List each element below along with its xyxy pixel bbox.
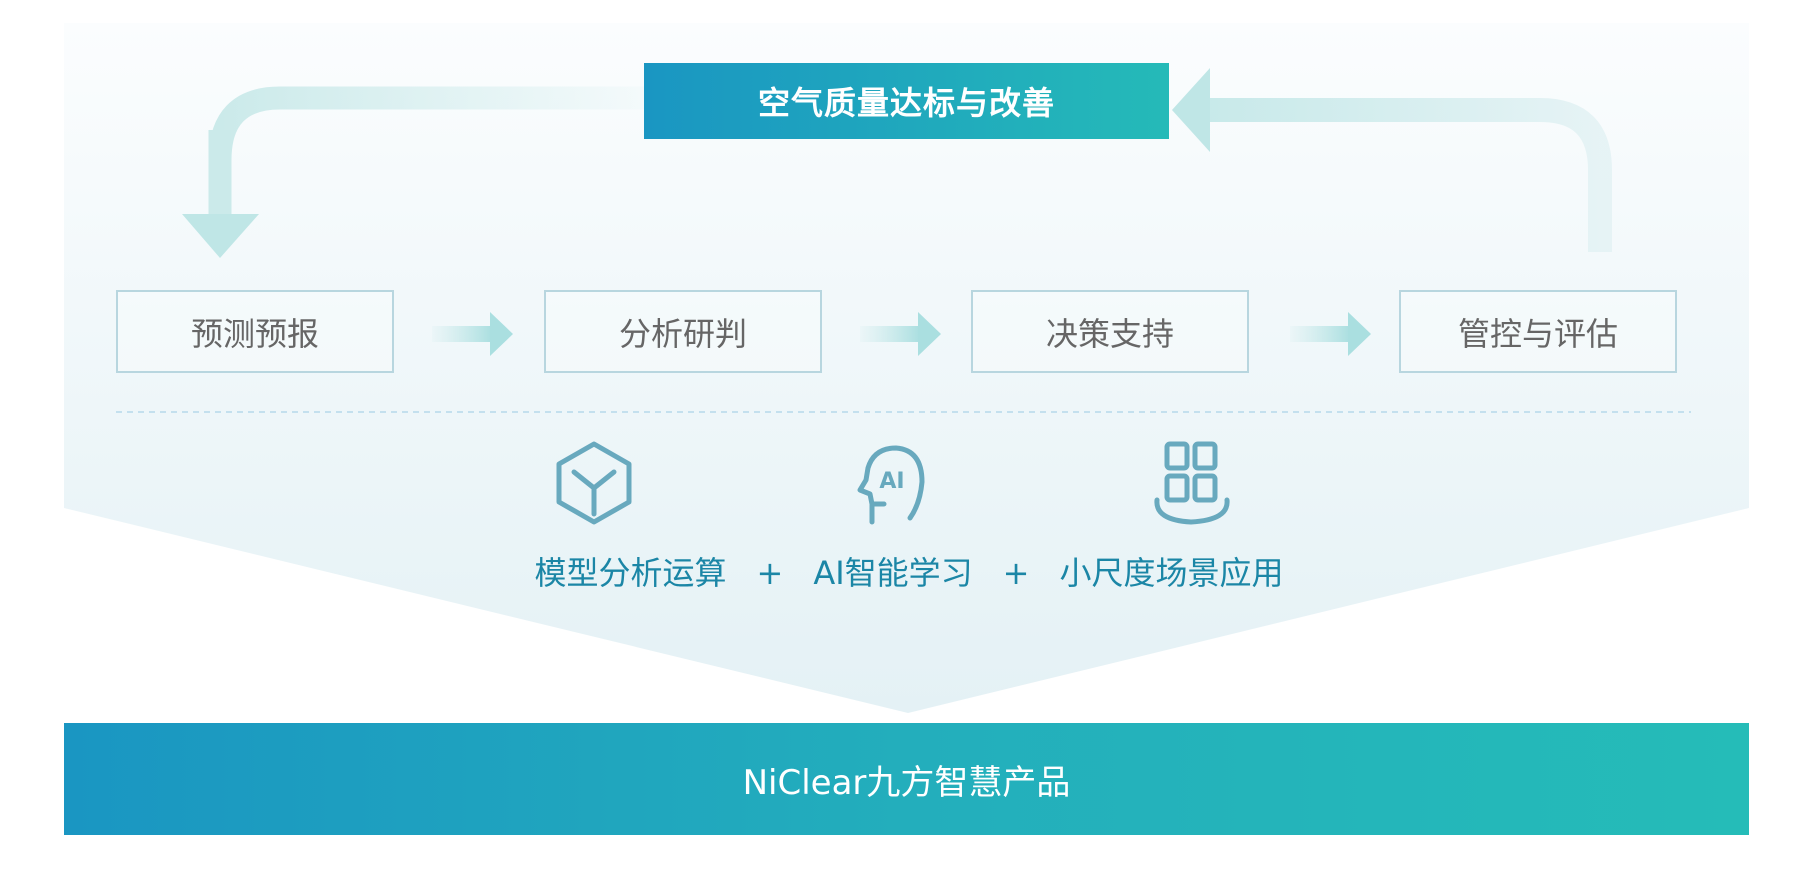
goal-banner: 空气质量达标与改善: [644, 63, 1169, 139]
funnel-panel: [64, 23, 1749, 713]
goal-label: 空气质量达标与改善: [757, 84, 1055, 122]
step-arrow: [860, 312, 941, 356]
ai-head-icon: AI: [857, 445, 925, 525]
capabilities-line: 模型分析运算 + AI智能学习 + 小尺度场景应用: [0, 548, 1818, 594]
step-label: 预测预报: [190, 314, 319, 353]
step-label: 决策支持: [1045, 314, 1174, 353]
svg-text:AI: AI: [879, 469, 904, 494]
step-label: 管控与评估: [1457, 314, 1618, 353]
cube-icon: [556, 441, 632, 525]
loop-arrow-right: [1172, 68, 1612, 252]
capability-scene: 小尺度场景应用: [1059, 554, 1284, 592]
capability-model: 模型分析运算: [534, 554, 727, 592]
step-arrow: [1290, 312, 1371, 356]
step-box-decision: 决策支持: [971, 290, 1249, 373]
product-banner: NiClear九方智慧产品: [64, 723, 1749, 835]
capability-ai: AI智能学习: [813, 554, 973, 592]
step-box-forecast: 预测预报: [116, 290, 394, 373]
plus-sign: +: [756, 554, 784, 592]
step-box-analysis: 分析研判: [544, 290, 822, 373]
product-label: NiClear九方智慧产品: [742, 762, 1071, 803]
loop-arrow-left: [182, 86, 644, 258]
plus-sign: +: [1002, 554, 1030, 592]
step-arrow: [432, 312, 513, 356]
step-box-control: 管控与评估: [1399, 290, 1677, 373]
grid-apps-icon: [1154, 441, 1230, 525]
step-label: 分析研判: [618, 314, 747, 353]
